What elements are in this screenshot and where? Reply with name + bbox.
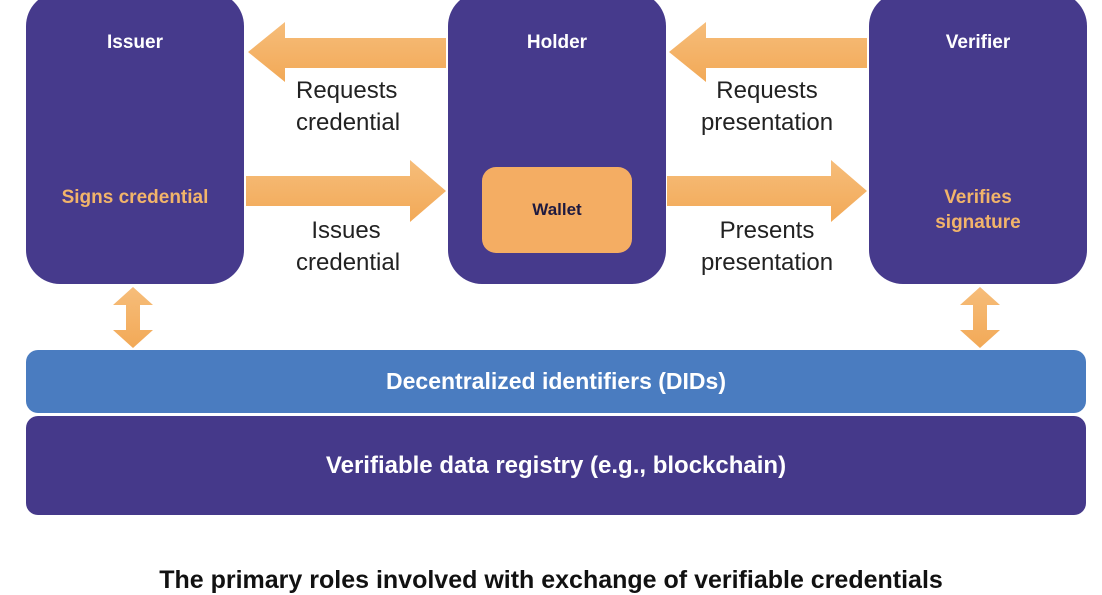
- issuer-action: Signs credential: [61, 187, 209, 208]
- arrow-requests-credential: [248, 22, 446, 82]
- label-requests-credential: Requests credential: [296, 77, 401, 136]
- label-requests-presentation: Requests presentation: [700, 77, 834, 136]
- arrow-issues-credential: [246, 160, 446, 222]
- figure-caption: The primary roles involved with exchange…: [159, 566, 943, 594]
- arrow-requests-presentation: [669, 22, 867, 82]
- issuer-title: Issuer: [107, 32, 163, 53]
- verifier-title: Verifier: [945, 32, 1011, 53]
- registry-layer: Verifiable data registry (e.g., blockcha…: [26, 416, 1086, 515]
- issuer-box: Issuer Signs credential: [26, 0, 244, 284]
- flow-arrows: [113, 22, 1000, 348]
- dids-layer: Decentralized identifiers (DIDs): [26, 350, 1086, 413]
- holder-title: Holder: [526, 32, 588, 53]
- wallet-box: Wallet: [482, 167, 632, 253]
- label-presents-presentation: Presents presentation: [700, 217, 834, 276]
- label-issues-credential: Issues credential: [296, 217, 401, 276]
- verifier-action: Verifies signature: [935, 187, 1021, 233]
- verifier-registry-double-arrow: [960, 287, 1000, 348]
- arrow-presents-presentation: [667, 160, 867, 222]
- issuer-registry-double-arrow: [113, 287, 153, 348]
- verifier-box: Verifier Verifies signature: [869, 0, 1087, 284]
